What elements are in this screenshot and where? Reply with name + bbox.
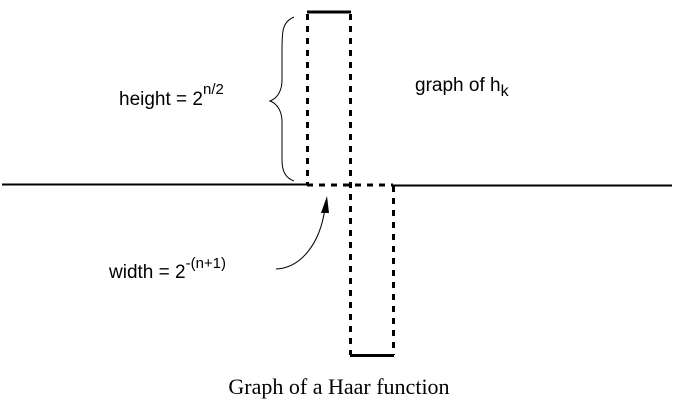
- width-label-base: width = 2: [108, 262, 186, 283]
- width-label-exponent: -(n+1): [186, 255, 226, 272]
- height-label: height = 2n/2: [119, 81, 224, 110]
- width-label: width = 2-(n+1): [108, 255, 226, 283]
- figure-caption: Graph of a Haar function: [228, 374, 449, 399]
- height-label-exponent: n/2: [203, 81, 224, 98]
- width-arrowhead: [321, 196, 329, 213]
- graph-label-text: graph of h: [415, 75, 501, 96]
- graph-label-subscript: k: [501, 83, 510, 100]
- height-label-base: height = 2: [119, 89, 203, 110]
- graph-label: graph of hk: [415, 75, 510, 100]
- width-arrow: [275, 207, 326, 270]
- height-brace: [268, 16, 295, 182]
